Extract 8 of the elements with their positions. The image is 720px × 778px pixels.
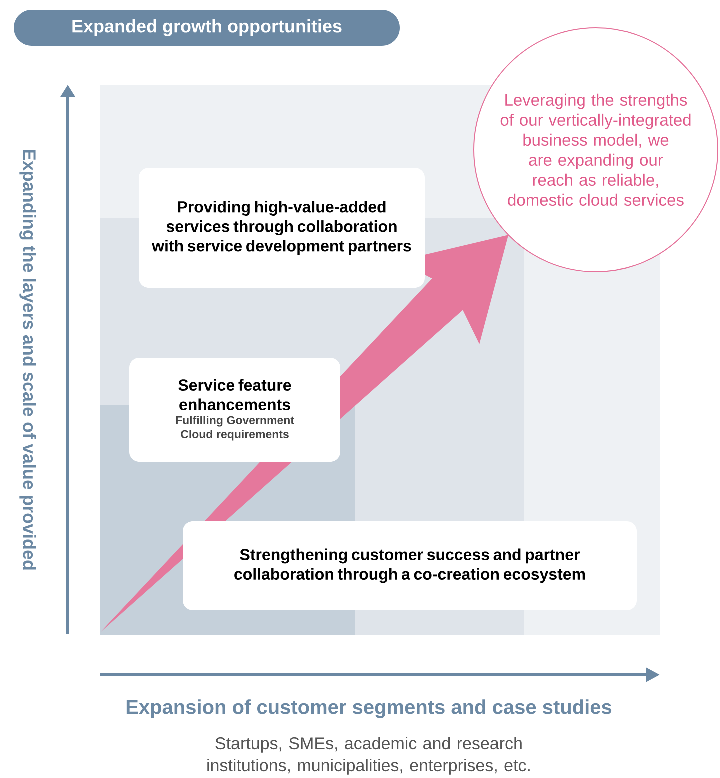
axis-label: Expanding the layers and scale of value provided [20,150,36,570]
text-box: Service feature enhancements Fulfilling Government Cloud requirements [130,358,340,462]
axis-label: Expansion of customer segments and case studies [126,700,612,718]
text-box: Providing high-value-added services through collaboration with service development partners [139,168,425,288]
node-label: Leveraging the strengths of our vertically-integrated business model, we are expanding our reach as reliable, domestic cloud services [500,94,691,206]
text-box: Strengthening customer success and partner collaboration through a co-creation ecosystem [183,522,637,610]
title-pill: Expanded growth opportunities [14,10,400,46]
axis-note: Startups, SMEs, academic and research institutions, municipalities, enterprises, etc. [208,737,530,775]
